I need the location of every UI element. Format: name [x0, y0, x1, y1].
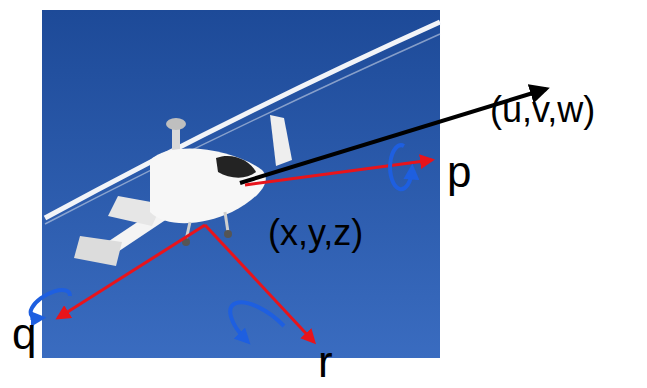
axis-label: (u,v,w) [490, 92, 595, 128]
axis-label: r [318, 340, 333, 384]
roll-axis [245, 160, 432, 185]
axis-label: p [447, 150, 471, 194]
rotor-blade-trace [45, 34, 440, 224]
axis-label: q [12, 312, 36, 356]
pitch-axis [58, 225, 205, 318]
aircraft-body [74, 115, 292, 266]
yaw-rotation-arrow [230, 302, 284, 340]
axis-label: (x,y,z) [268, 215, 363, 251]
roll-rotation-arrow [390, 145, 412, 189]
pitch-rotation-arrow [31, 290, 70, 318]
